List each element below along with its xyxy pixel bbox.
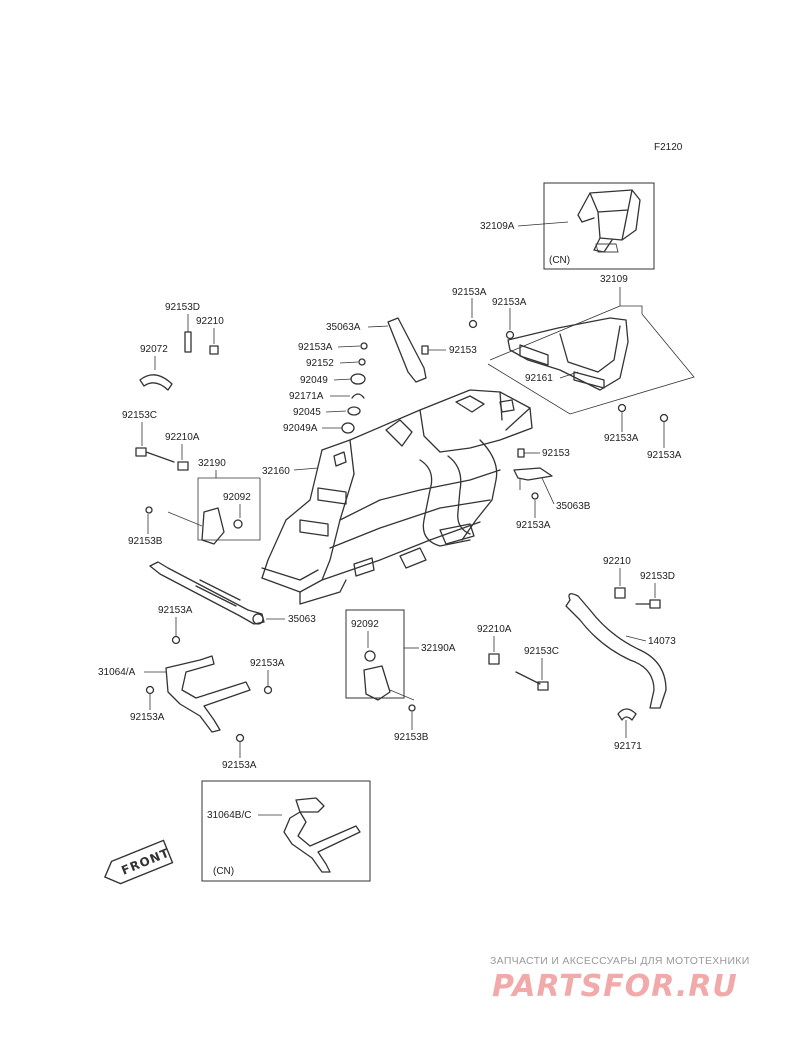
- inset-31064bc: 31064B/C (CN): [201, 780, 371, 882]
- label-32190a: 32190A: [421, 643, 456, 654]
- inset-frame-top: [543, 182, 655, 270]
- label-32109a: 32109A: [480, 221, 515, 232]
- mount-stack: 35063A 92153A 92153 92152 92049 92171A 9…: [283, 317, 477, 434]
- pipe-14073: 92210 92153D 14073 92171: [565, 556, 676, 752]
- label-92210-b: 92210: [603, 556, 631, 567]
- inset-frame-bottom: [201, 780, 371, 882]
- label-92153a-d: 92153A: [647, 450, 682, 461]
- label-92153a-a: 92153A: [452, 287, 487, 298]
- label-92153a-g: 92153A: [158, 605, 193, 616]
- label-92171a: 92171A: [289, 391, 324, 402]
- label-92171: 92171: [614, 741, 642, 752]
- label-32160: 32160: [262, 466, 290, 477]
- label-92210a-a: 92210A: [165, 432, 200, 443]
- inset-32109a: 32109A (CN): [480, 182, 655, 270]
- label-32190: 32190: [198, 458, 226, 469]
- label-92049a: 92049A: [283, 423, 318, 434]
- label-92153c-b: 92153C: [524, 646, 559, 657]
- shaft-35063: 35063: [149, 561, 316, 625]
- diagram-code: F2120: [654, 142, 683, 153]
- label-35063a: 35063A: [326, 322, 361, 333]
- label-92153a-i: 92153A: [130, 712, 165, 723]
- mount-32190: 32190 92092 92153B: [128, 458, 261, 547]
- footrest-31064a: 92153A 31064/A 92153A 92153A 92153A: [98, 605, 285, 771]
- rear-carrier-32109: 32109 92153A 92153A 92161 92153A 92153A: [452, 274, 695, 461]
- label-31064a: 31064/A: [98, 667, 136, 678]
- label-92072: 92072: [140, 344, 168, 355]
- label-92153a-h: 92153A: [250, 658, 285, 669]
- label-92049: 92049: [300, 375, 328, 386]
- label-92092-a: 92092: [223, 492, 251, 503]
- label-92210-a: 92210: [196, 316, 224, 327]
- label-92153-b: 92153: [542, 448, 570, 459]
- rear-carrier-cn-shape: [577, 189, 641, 253]
- label-92210a-b: 92210A: [477, 624, 512, 635]
- bolt-group-left: 92153C 92210A: [122, 410, 200, 471]
- label-31064bc: 31064B/C: [207, 810, 251, 821]
- label-35063b: 35063B: [556, 501, 591, 512]
- label-92153a-j: 92153A: [222, 760, 257, 771]
- label-92152: 92152: [306, 358, 334, 369]
- mount-32190a: 92092 32190A 92153B: [345, 609, 456, 743]
- bracket-35063b: 92153 35063B 92153A: [513, 448, 591, 531]
- label-cn-bottom: (CN): [213, 866, 234, 877]
- bolt-group-right: 92210A 92153C: [477, 624, 559, 691]
- label-92092-b: 92092: [351, 619, 379, 630]
- label-92153a-b: 92153A: [492, 297, 527, 308]
- label-92153d-b: 92153D: [640, 571, 675, 582]
- label-92153a-c: 92153A: [604, 433, 639, 444]
- label-92153a-f: 92153A: [516, 520, 551, 531]
- watermark: ЗАПЧАСТИ И АКСЕССУАРЫ ДЛЯ МОТОТЕХНИКИ PA…: [490, 955, 750, 1004]
- label-92153c-a: 92153C: [122, 410, 157, 421]
- label-92045: 92045: [293, 407, 321, 418]
- watermark-tagline: ЗАПЧАСТИ И АКСЕССУАРЫ ДЛЯ МОТОТЕХНИКИ: [490, 955, 750, 967]
- label-92161: 92161: [525, 373, 553, 384]
- label-92153-a: 92153: [449, 345, 477, 356]
- label-92153a-e: 92153A: [298, 342, 333, 353]
- main-frame-32160: 32160: [261, 389, 533, 605]
- label-92153d-a: 92153D: [165, 302, 200, 313]
- label-cn-top: (CN): [549, 255, 570, 266]
- label-14073: 14073: [648, 636, 676, 647]
- front-arrow: FRONT: [103, 839, 174, 885]
- watermark-logo: PARTSFOR.RU: [492, 969, 738, 1004]
- label-92153b-b: 92153B: [394, 732, 429, 743]
- clamp-group: 92153D 92210 92072: [139, 302, 224, 391]
- label-32109: 32109: [600, 274, 628, 285]
- label-35063: 35063: [288, 614, 316, 625]
- label-92153b-a: 92153B: [128, 536, 163, 547]
